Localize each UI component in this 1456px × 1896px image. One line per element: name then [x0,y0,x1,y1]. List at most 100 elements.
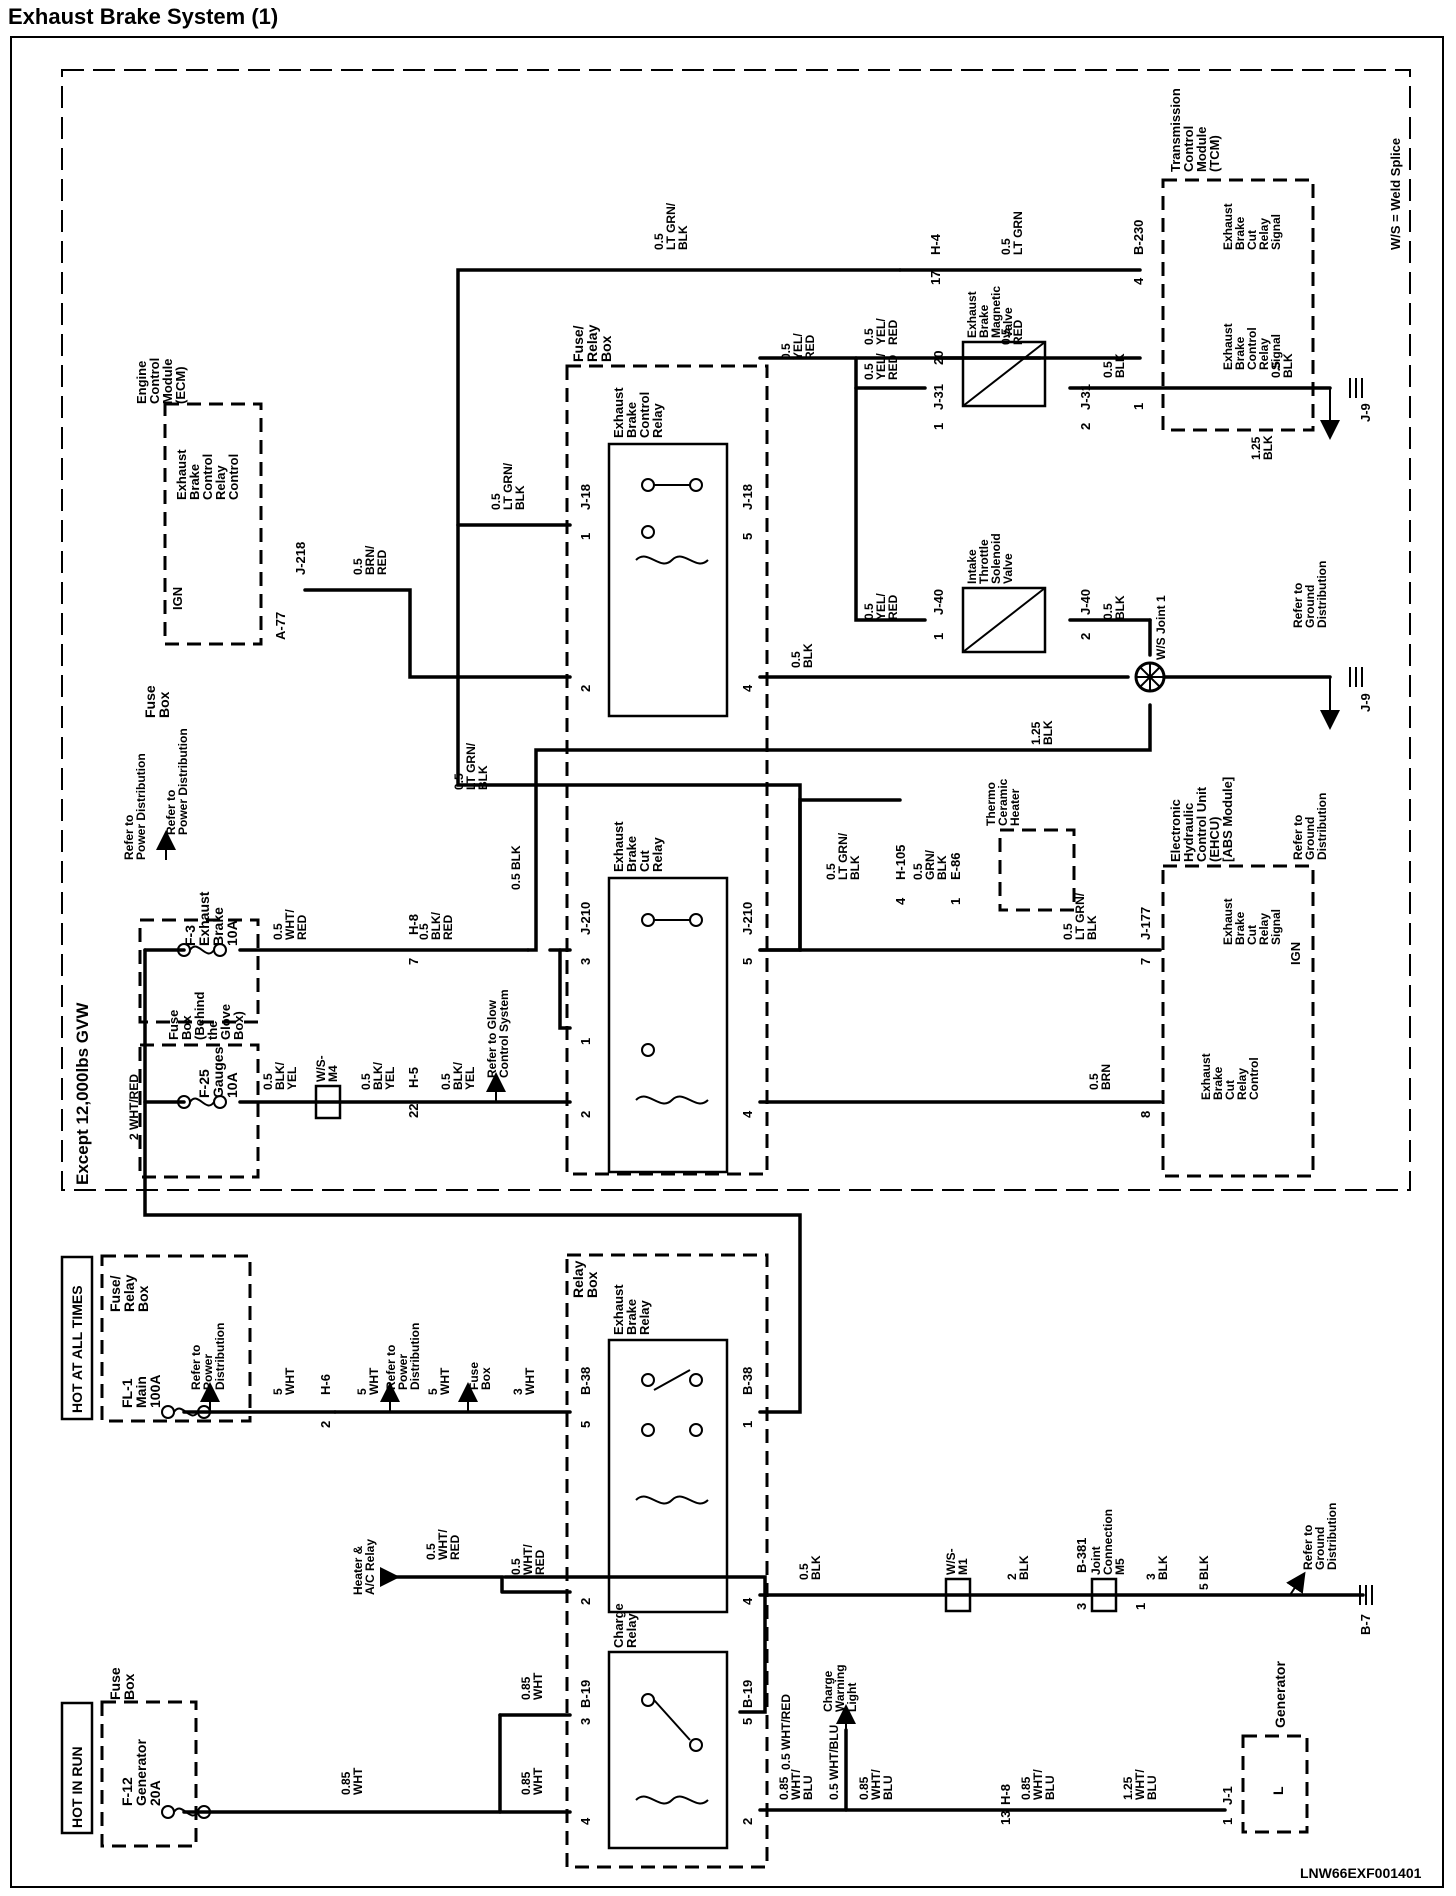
ws-m1-splice [944,1577,972,1613]
svg-text:22: 22 [406,1104,421,1118]
svg-text:Box: Box [179,1015,194,1040]
svg-text:WHT/: WHT/ [1133,1769,1147,1800]
svg-text:RED: RED [295,914,309,940]
svg-text:0.5: 0.5 [1061,923,1075,940]
svg-text:Relay: Relay [1257,218,1271,250]
svg-text:Exhaust: Exhaust [174,449,189,500]
svg-text:YEL/: YEL/ [874,353,888,380]
joint-connection-m5 [1090,1577,1118,1613]
svg-text:Module: Module [1194,127,1209,173]
svg-text:Brake: Brake [624,402,639,438]
svg-text:Refer to Glow: Refer to Glow [485,999,499,1078]
svg-text:Ground: Ground [1303,817,1317,860]
svg-text:Box: Box [121,1673,137,1700]
svg-text:Brake: Brake [210,907,226,946]
svg-text:Distribution: Distribution [1325,1503,1339,1570]
svg-text:Relay: Relay [570,1260,586,1298]
ehcu-enclosure [1161,864,1315,1178]
wires [143,268,1365,1814]
ref-glow: Refer to Glow Control System [485,989,511,1078]
svg-text:B-7: B-7 [1358,1614,1373,1635]
svg-text:0.5: 0.5 [489,493,503,510]
svg-text:Cut: Cut [637,850,652,872]
svg-text:Valve: Valve [1001,307,1015,338]
svg-text:3: 3 [511,1388,525,1395]
svg-text:H-6: H-6 [318,1374,333,1395]
svg-text:WHT: WHT [351,1767,365,1795]
svg-text:BRN: BRN [1099,1064,1113,1090]
page-title: Exhaust Brake System (1) [8,4,279,29]
svg-text:Control: Control [1247,1057,1261,1100]
svg-text:0.5: 0.5 [417,923,431,940]
ref-power-dist-4: Refer to Power Distribution [164,728,190,835]
svg-text:Control: Control [226,454,241,500]
svg-text:Signal: Signal [1269,334,1283,370]
ehcu-sig2-label: Exhaust Brake Cut Relay Control [1199,1053,1261,1100]
svg-text:0.5: 0.5 [351,558,365,575]
svg-text:0.5: 0.5 [424,1543,438,1560]
svg-text:5: 5 [355,1388,369,1395]
ws-m4-label: W/S- M4 [314,1055,340,1082]
svg-text:17: 17 [928,271,943,285]
eb-relay-label: Exhaust Brake Relay [611,1284,652,1335]
pin-numbers: 2 5 1 2 4 3 5 4 2 13 1 3 1 7 22 3 1 2 5 … [318,271,1235,1825]
svg-text:BLK: BLK [1261,435,1275,460]
svg-text:H-105: H-105 [893,845,908,880]
svg-text:RED: RED [375,549,389,575]
svg-text:Brake: Brake [624,836,639,872]
svg-text:Power: Power [201,1354,215,1390]
svg-text:Control: Control [1245,327,1259,370]
svg-text:Intake: Intake [965,549,979,584]
svg-text:WHT/: WHT/ [869,1769,883,1800]
svg-text:W/S-: W/S- [944,1548,958,1575]
svg-text:RED: RED [441,914,455,940]
fuse-fl1-label: FL-1 Main 100A [119,1375,163,1408]
svg-text:Refer to: Refer to [1291,815,1305,860]
connector-labels: H-6 B-38 B-38 B-19 B-19 H-8 H-8 H-5 J-21… [273,220,1373,1805]
svg-text:BLK: BLK [1085,915,1099,940]
svg-text:YEL: YEL [463,1067,477,1090]
svg-text:0.5: 0.5 [779,343,793,360]
svg-text:0.5: 0.5 [911,863,925,880]
svg-text:1: 1 [931,423,946,430]
svg-text:Fuse/: Fuse/ [570,325,586,362]
svg-text:Power Distribution: Power Distribution [134,753,148,860]
svg-text:10A: 10A [224,920,240,946]
svg-text:5: 5 [578,1421,593,1428]
svg-text:RED: RED [803,334,817,360]
svg-text:Control: Control [637,392,652,438]
svg-text:J-1: J-1 [1220,1786,1235,1805]
svg-text:YEL/: YEL/ [874,318,888,345]
ws-joint-1-label: W/S Joint 1 [1154,595,1168,660]
svg-text:BLU: BLU [1043,1775,1057,1800]
svg-text:Electronic: Electronic [1168,799,1183,862]
svg-text:Relay: Relay [1235,1068,1249,1100]
svg-text:RED: RED [886,354,900,380]
ref-power-dist-1: Refer to Power Distribution [189,1323,227,1390]
svg-text:1: 1 [740,1421,755,1428]
svg-text:Relay: Relay [650,403,665,438]
tcm-enclosure [1161,178,1315,432]
svg-text:H-4: H-4 [928,233,943,255]
svg-text:4: 4 [740,1597,755,1605]
svg-text:WHT/: WHT/ [1031,1769,1045,1800]
svg-text:F-3: F-3 [182,925,198,946]
svg-text:8: 8 [1138,1111,1153,1118]
svg-text:2: 2 [578,1111,593,1118]
svg-text:1: 1 [1131,403,1146,410]
svg-text:1: 1 [578,533,593,540]
svg-text:Exhaust: Exhaust [1221,323,1235,370]
svg-text:Box: Box [598,335,614,362]
eb-relay-housing [607,1338,729,1614]
power-hot-at-all-times-box [60,1255,94,1421]
svg-text:J-40: J-40 [1078,589,1093,615]
svg-text:Signal: Signal [1269,909,1283,945]
svg-text:0.5 BLK: 0.5 BLK [509,845,523,890]
svg-text:the: the [205,1021,220,1041]
ref-fuse-box: Fuse Box [467,1362,493,1390]
svg-text:0.5: 0.5 [1269,361,1283,378]
ws-m1-label: W/S- M1 [944,1548,970,1575]
svg-text:Throttle: Throttle [977,539,991,584]
svg-text:10A: 10A [224,1072,240,1098]
charge-relay-housing [607,1650,729,1850]
